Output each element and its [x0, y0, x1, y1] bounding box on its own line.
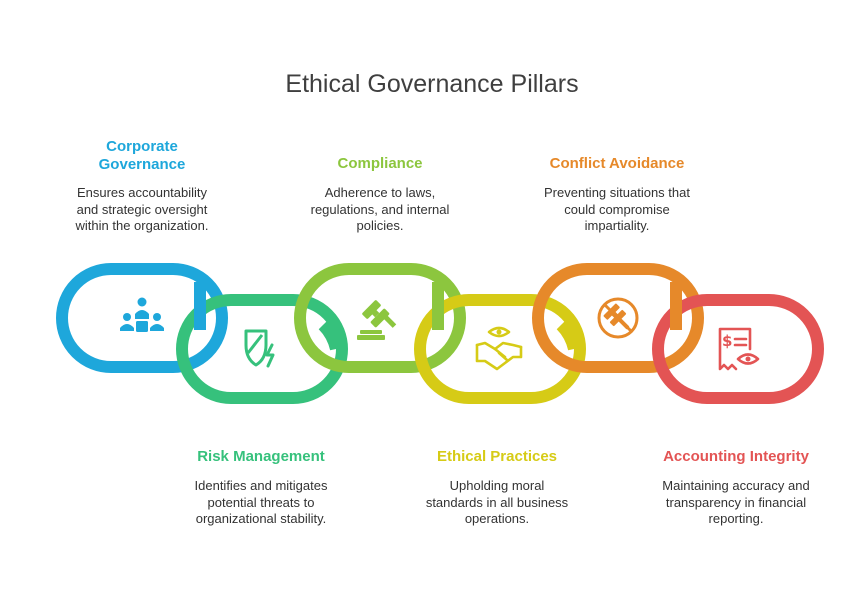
pillar-title: Ethical Practices: [436, 448, 558, 465]
team-meeting-icon: [120, 297, 164, 332]
pillar-description: Upholding moral standards in all busines…: [425, 478, 569, 526]
pillar-compliance: Compliance Adherence to laws, regulation…: [285, 155, 475, 235]
chain-link-compliance: [294, 263, 466, 373]
shield-lightning-icon: [244, 329, 275, 368]
svg-text:$: $: [722, 332, 732, 350]
pillar-description: Preventing situations that could comprom…: [544, 185, 690, 233]
pillar-title: Conflict Avoidance: [549, 155, 685, 172]
pillar-title: Corporate Governance: [47, 138, 237, 174]
chain-link-corporate-governance: [56, 263, 228, 373]
diagram-title: Ethical Governance Pillars: [285, 70, 579, 98]
pillar-corporate-governance: Corporate Governance Ensures accountabil…: [47, 138, 237, 235]
pillar-conflict-avoidance: Conflict Avoidance Preventing situations…: [522, 155, 712, 235]
pillar-ethical-practices: Ethical Practices Upholding moral standa…: [402, 448, 592, 528]
chain-link-conflict-avoidance: [532, 263, 704, 373]
pillar-description: Adherence to laws, regulations, and inte…: [310, 185, 450, 233]
pillar-accounting-integrity: Accounting Integrity Maintaining accurac…: [641, 448, 831, 528]
chain-link-accounting-integrity: [652, 294, 824, 404]
pillar-title: Accounting Integrity: [663, 448, 809, 465]
pillar-title: Risk Management: [197, 448, 325, 465]
pillar-title-line: Governance: [98, 156, 186, 173]
chain-overlap: [318, 320, 342, 351]
gavel-icon: [357, 300, 397, 340]
receipt-eye-icon: $: [718, 327, 760, 371]
pillar-risk-management: Risk Management Identifies and mitigates…: [166, 448, 356, 528]
pillar-description: Identifies and mitigates potential threa…: [194, 478, 328, 526]
no-gavel-icon: [597, 297, 639, 339]
pillar-title: Compliance: [337, 155, 423, 172]
pillar-description: Ensures accountability and strategic ove…: [75, 185, 209, 233]
handshake-eye-icon: [475, 326, 523, 371]
chain-link-risk-management: [176, 294, 348, 404]
pillar-title-line: Corporate: [106, 138, 178, 155]
pillar-description: Maintaining accuracy and transparency in…: [662, 478, 810, 526]
chain-overlap: [556, 320, 580, 351]
chain-link-ethical-practices: [414, 294, 586, 404]
